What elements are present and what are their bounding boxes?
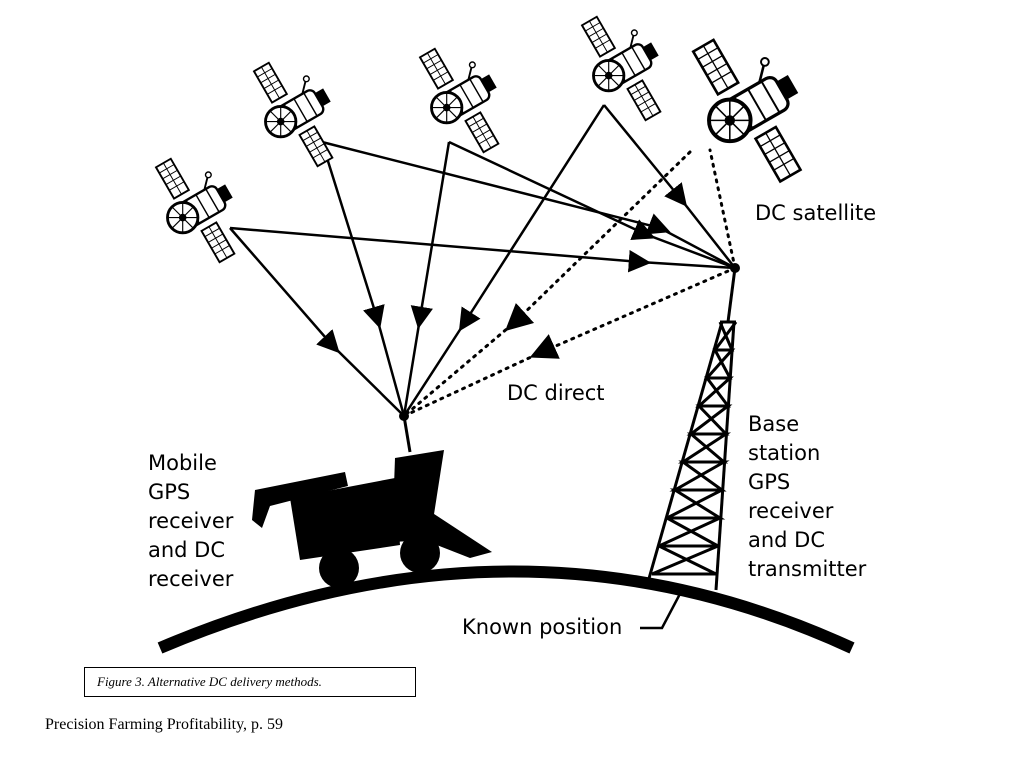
dc-direct-label: DC direct <box>507 381 605 405</box>
mobile-label-line: receiver <box>148 509 234 533</box>
mobile-label-line: receiver <box>148 567 234 591</box>
gps-satellite-icon <box>418 47 501 154</box>
gps-signals-to-base <box>229 104 736 273</box>
transmission-tower-icon <box>646 267 738 591</box>
known-position-label: Known position <box>462 615 622 639</box>
base-label-line: transmitter <box>748 557 867 581</box>
dc-satellite-label: DC satellite <box>755 201 876 225</box>
mobile-label-line: GPS <box>148 480 190 504</box>
known-position-leader <box>640 589 684 630</box>
base-label-line: receiver <box>748 499 834 523</box>
base-label-line: and DC <box>748 528 825 552</box>
combine-harvester-icon <box>252 450 492 588</box>
figure-caption-box: Figure 3. Alternative DC delivery method… <box>84 667 416 697</box>
gps-satellite-icon <box>154 157 237 264</box>
base-label-line: Base <box>748 412 799 436</box>
mobile-antenna-mast <box>402 415 412 453</box>
earth-horizon <box>157 565 855 654</box>
gps-satellite-icon <box>252 61 335 168</box>
gps-signals-to-mobile <box>229 104 606 417</box>
dc-satellite-icon <box>691 37 805 184</box>
gps-satellite-icon <box>580 15 663 122</box>
base-label-line: station <box>748 441 820 465</box>
base-station-label: Base station GPS receiver and DC transmi… <box>748 412 867 581</box>
page-footer: Precision Farming Profitability, p. 59 <box>45 716 284 733</box>
mobile-receiver-label: Mobile GPS receiver and DC receiver <box>148 451 234 591</box>
base-label-line: GPS <box>748 470 790 494</box>
mobile-label-line: Mobile <box>148 451 217 475</box>
figure-caption: Figure 3. Alternative DC delivery method… <box>97 674 322 689</box>
dc-dotted-paths <box>402 148 737 418</box>
mobile-label-line: and DC <box>148 538 225 562</box>
